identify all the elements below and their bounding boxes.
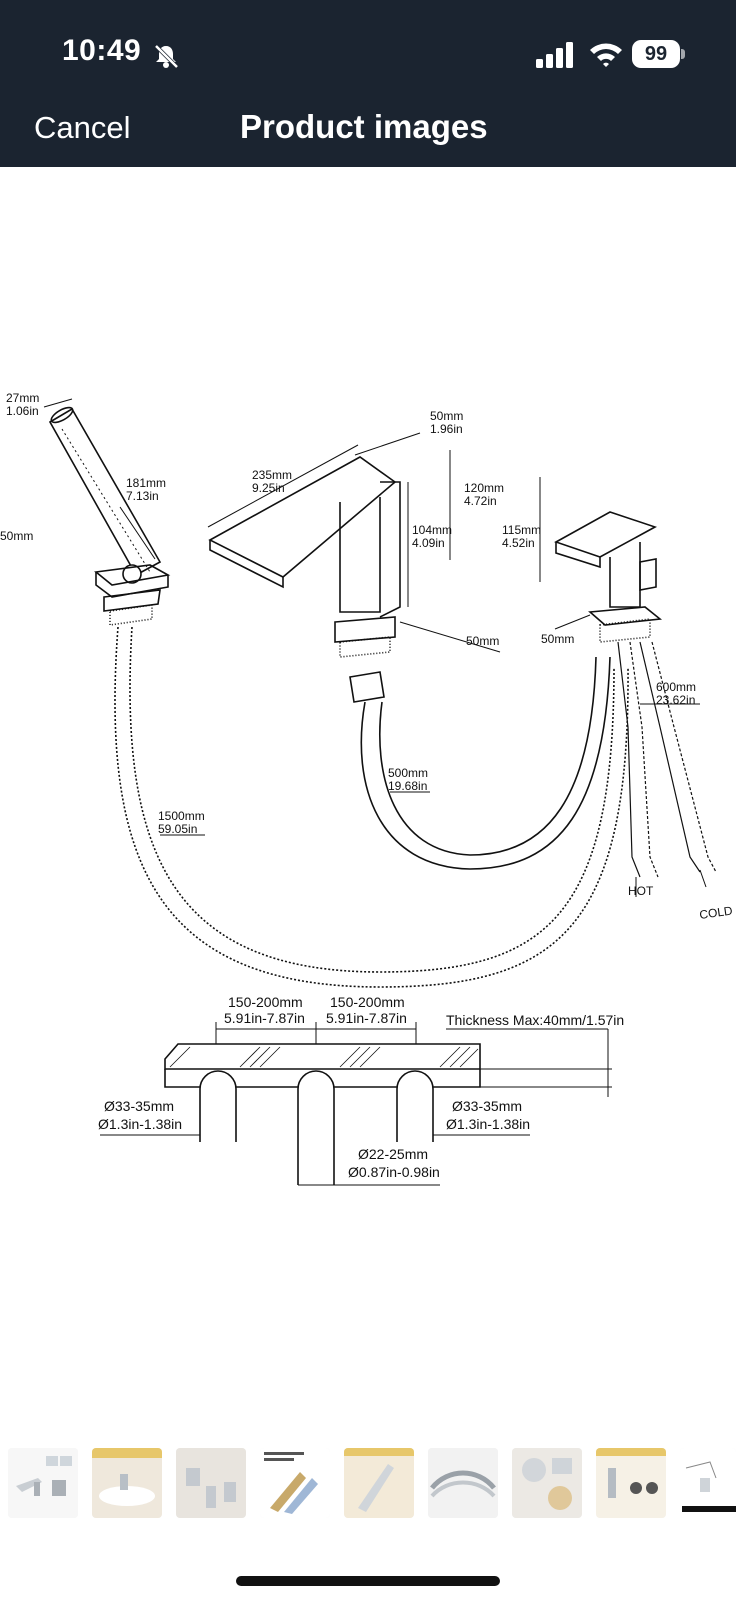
status-time: 10:49 xyxy=(62,34,142,67)
hand-shower-outline xyxy=(48,407,162,577)
thumb-handshower[interactable] xyxy=(344,1448,414,1518)
dim-spout-length-mm: 235mm xyxy=(252,468,292,482)
dim-spout-total-in: 4.72in xyxy=(464,494,497,508)
dim-spacing-left-mm: 150-200mm xyxy=(228,994,303,1010)
thumbnail-strip xyxy=(0,1448,736,1528)
dim-spout-base: 50mm xyxy=(466,634,499,648)
home-indicator[interactable] xyxy=(236,1576,500,1586)
faucet-dimension-diagram: 27mm 1.06in 181mm 7.13in 50mm 235mm 9.25… xyxy=(0,391,734,1186)
hot-label: HOT xyxy=(628,884,654,898)
dim-spacing-right-mm: 150-200mm xyxy=(330,994,405,1010)
deck-plate xyxy=(164,1043,481,1070)
dim-shower-hose-in: 59.05in xyxy=(158,822,197,836)
dim-valve-height-mm: 115mm xyxy=(502,523,541,537)
thumb-hose[interactable] xyxy=(428,1448,498,1518)
thumb-accessories[interactable] xyxy=(596,1448,666,1518)
dim-spacing-right-in: 5.91in-7.87in xyxy=(326,1010,407,1026)
thumb-faucet-set[interactable] xyxy=(8,1448,78,1518)
dim-spacing-left-in: 5.91in-7.87in xyxy=(224,1010,305,1026)
dim-spout-hose-in: 19.68in xyxy=(388,779,427,793)
battery-icon: 99 xyxy=(632,40,685,68)
thumb-features[interactable] xyxy=(512,1448,582,1518)
dim-hole-left-in: Ø1.3in-1.38in xyxy=(98,1116,182,1132)
thumb-plating[interactable] xyxy=(260,1448,330,1518)
dim-spout-top-in: 1.96in xyxy=(430,422,463,436)
battery-tip xyxy=(681,49,685,59)
wifi-icon xyxy=(590,43,622,67)
top-bar: 10:49 99 Cancel Product images xyxy=(0,0,736,167)
cold-label: COLD xyxy=(698,903,733,922)
dim-spout-body-mm: 104mm xyxy=(412,523,452,537)
image-viewer[interactable]: 27mm 1.06in 181mm 7.13in 50mm 235mm 9.25… xyxy=(0,167,736,1437)
dim-spout-length-in: 9.25in xyxy=(252,481,285,495)
cellular-signal-icon xyxy=(536,42,573,68)
dim-handle-base: 50mm xyxy=(0,529,33,543)
dim-handle-length-mm: 181mm xyxy=(126,476,166,490)
dim-handle-diameter-mm: 27mm xyxy=(6,391,39,405)
dim-spout-hose-mm: 500mm xyxy=(388,766,428,780)
page-title: Product images xyxy=(240,108,488,145)
dim-handle-diameter-in: 1.06in xyxy=(6,404,39,418)
dim-hole-right-mm: Ø33-35mm xyxy=(452,1098,522,1114)
thumb-detail[interactable] xyxy=(176,1448,246,1518)
cancel-button[interactable]: Cancel xyxy=(34,110,131,145)
dim-spout-body-in: 4.09in xyxy=(412,536,445,550)
dim-valve-base: 50mm xyxy=(541,632,574,646)
dim-supply-hose-mm: 600mm xyxy=(656,680,696,694)
dim-valve-height-in: 4.52in xyxy=(502,536,535,550)
dim-thickness: Thickness Max:40mm/1.57in xyxy=(446,1012,624,1028)
dim-hole-center-in: Ø0.87in-0.98in xyxy=(348,1164,440,1180)
dim-spout-top-mm: 50mm xyxy=(430,409,463,423)
bell-slash-icon xyxy=(154,44,179,69)
thumb-installation[interactable] xyxy=(92,1448,162,1518)
thumbnail-selection-bar xyxy=(682,1506,736,1512)
dim-hole-right-in: Ø1.3in-1.38in xyxy=(446,1116,530,1132)
dim-hole-left-mm: Ø33-35mm xyxy=(104,1098,174,1114)
dim-shower-hose-mm: 1500mm xyxy=(158,809,205,823)
battery-level: 99 xyxy=(632,40,680,68)
dim-supply-hose-in: 23.62in xyxy=(656,693,695,707)
dim-hole-center-mm: Ø22-25mm xyxy=(358,1146,428,1162)
dim-spout-total-mm: 120mm xyxy=(464,481,504,495)
dim-handle-length-in: 7.13in xyxy=(126,489,159,503)
valve-outline xyxy=(554,511,657,558)
